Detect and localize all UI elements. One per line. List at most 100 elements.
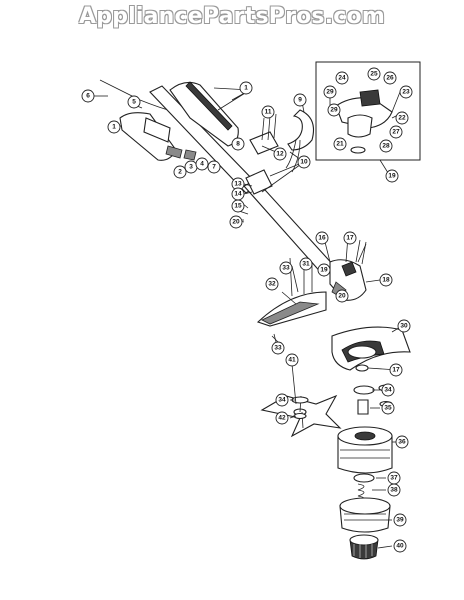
svg-text:29: 29 [330,107,338,114]
callout-2: 2 [173,165,187,179]
svg-text:26: 26 [386,75,394,82]
svg-text:17: 17 [346,235,354,242]
svg-text:22: 22 [398,115,406,122]
callout-6: 6 [81,89,95,103]
callout-12: 12 [273,147,287,161]
housing-right [169,81,239,147]
callout-18: 18 [379,273,393,287]
svg-text:7: 7 [212,164,216,171]
callout-5: 5 [127,95,141,109]
callout-31: 31 [299,257,313,271]
deflector [331,326,411,371]
svg-text:28: 28 [382,143,390,150]
svg-text:11: 11 [265,109,272,116]
svg-text:42: 42 [278,415,286,422]
callout-21: 21 [333,137,347,151]
svg-text:40: 40 [396,543,404,550]
callout-4: 4 [195,157,209,171]
callout-37: 37 [387,471,401,485]
svg-text:6: 6 [86,93,90,100]
handle-clamp [249,131,279,155]
callout-38: 38 [387,483,401,497]
svg-text:33: 33 [282,265,290,272]
svg-text:31: 31 [302,261,310,268]
callout-40: 40 [393,539,407,553]
callout-1b: 1 [239,81,253,95]
callout-42: 42 [275,411,289,425]
callout-33b: 33 [271,341,285,355]
callout-19b: 19 [317,263,331,277]
svg-text:15: 15 [234,203,242,210]
callout-35: 35 [381,401,395,415]
svg-text:12: 12 [276,151,284,158]
svg-text:37: 37 [390,475,398,482]
callout-27: 27 [389,125,403,139]
callout-bubbles: 1 1 2 3 4 5 6 7 8 9 10 11 12 13 14 15 16… [81,67,413,553]
callout-30: 30 [397,319,411,333]
callout-20b: 20 [335,289,349,303]
switch [143,117,171,143]
callout-17: 17 [343,231,357,245]
svg-text:8: 8 [236,141,240,148]
svg-text:20: 20 [232,219,240,226]
blade-guard [256,257,327,343]
callout-10: 10 [297,155,311,169]
callout-7: 7 [207,160,221,174]
callout-34b: 34 [275,393,289,407]
callout-25: 25 [367,67,381,81]
svg-text:14: 14 [234,191,242,198]
callout-19: 19 [385,169,399,183]
svg-text:30: 30 [400,323,408,330]
svg-text:17: 17 [392,367,400,374]
svg-text:1: 1 [112,124,116,131]
svg-text:20: 20 [338,293,346,300]
shaft-assembly [99,79,367,301]
callout-17b: 17 [389,363,403,377]
callout-39: 39 [393,513,407,527]
callout-9: 9 [293,93,307,107]
svg-text:2: 2 [178,169,182,176]
callout-33: 33 [279,261,293,275]
svg-text:19: 19 [388,173,396,180]
callout-36: 36 [395,435,409,449]
svg-text:38: 38 [390,487,398,494]
svg-text:33: 33 [274,345,282,352]
callout-32: 32 [265,277,279,291]
callout-11: 11 [261,105,275,119]
callout-22: 22 [395,111,409,125]
svg-text:19: 19 [320,267,328,274]
callout-8: 8 [231,137,245,151]
svg-text:34: 34 [278,397,286,404]
spool-housing [337,435,393,474]
grip [287,109,315,151]
svg-text:21: 21 [336,141,344,148]
svg-text:4: 4 [200,161,204,168]
svg-text:9: 9 [298,97,302,104]
watermark: AppliancePartsPros.com [79,4,385,29]
svg-text:25: 25 [370,71,378,78]
svg-text:29: 29 [326,89,334,96]
svg-text:18: 18 [382,277,390,284]
svg-text:34: 34 [384,387,392,394]
callout-34: 34 [381,383,395,397]
svg-text:13: 13 [234,181,242,188]
svg-text:1: 1 [244,85,248,92]
svg-text:16: 16 [318,235,326,242]
callout-16: 16 [315,231,329,245]
svg-text:27: 27 [392,129,400,136]
svg-text:23: 23 [402,89,410,96]
callout-3: 3 [184,160,198,174]
svg-text:41: 41 [288,357,296,364]
svg-text:24: 24 [338,75,346,82]
callout-15: 15 [231,199,245,213]
callout-28: 28 [379,139,393,153]
svg-text:39: 39 [396,517,404,524]
callout-29b: 29 [327,103,341,117]
callout-23: 23 [399,85,413,99]
shaft-clamp [245,169,273,195]
callout-26: 26 [383,71,397,85]
callout-14: 14 [231,187,245,201]
svg-text:35: 35 [384,405,392,412]
svg-text:10: 10 [300,159,308,166]
